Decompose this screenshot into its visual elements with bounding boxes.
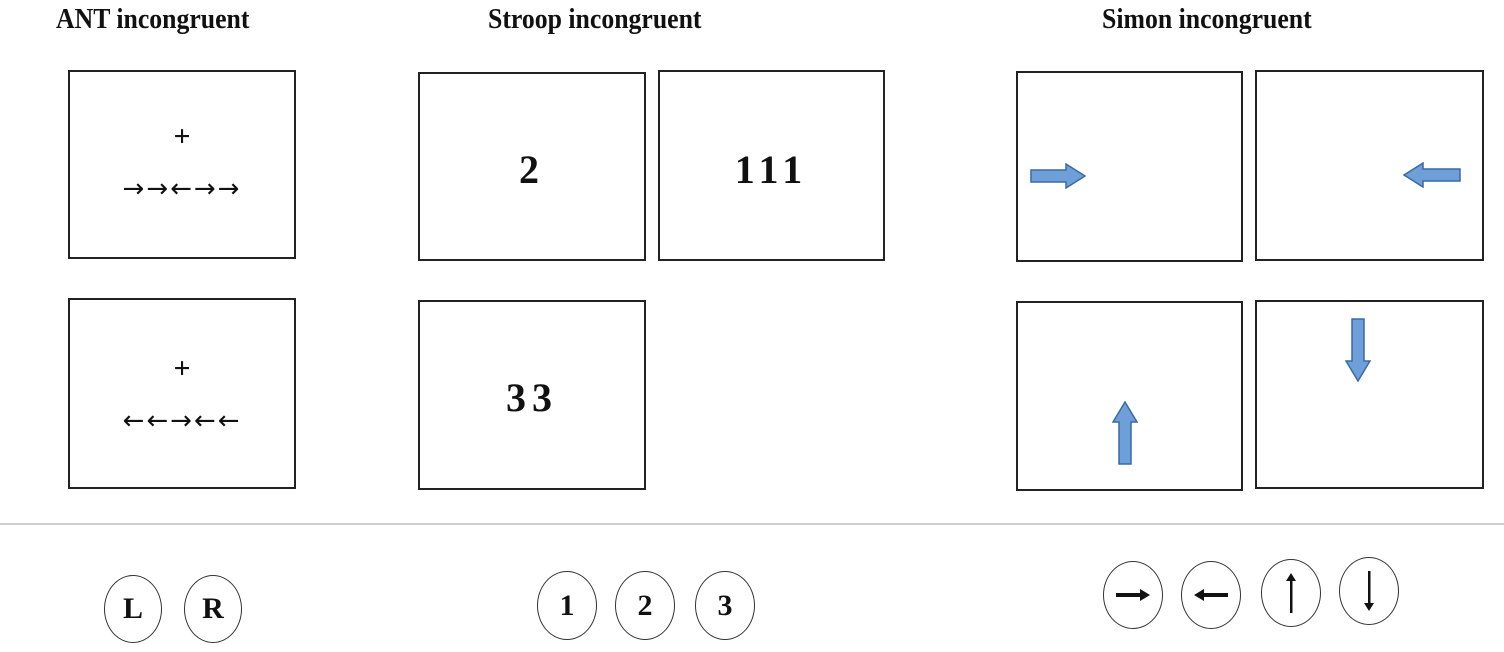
- up-arrow-icon: [1112, 401, 1138, 465]
- key-down-arrow-button[interactable]: [1339, 557, 1399, 625]
- up-arrow-icon: [1286, 573, 1296, 613]
- key-right-arrow-button[interactable]: [1103, 561, 1163, 629]
- right-arrow-icon: [1030, 163, 1086, 189]
- stroop-trial-box-2: 111: [658, 70, 885, 261]
- key-1-button[interactable]: 1: [537, 571, 597, 640]
- ant-trial-box-1: + →→←→→: [68, 70, 296, 259]
- ant-title: ANT incongruent: [56, 4, 250, 35]
- key-up-arrow-button[interactable]: [1261, 559, 1321, 627]
- stroop-title: Stroop incongruent: [488, 4, 702, 35]
- stroop-trial-box-3: 33: [418, 300, 646, 490]
- simon-trial-box-4: [1255, 300, 1484, 489]
- key-label: 2: [637, 588, 653, 622]
- key-left-arrow-button[interactable]: [1181, 561, 1241, 629]
- fixation-cross: +: [173, 352, 191, 385]
- ant-flanker-arrows: ←←→←←: [122, 406, 242, 436]
- key-L-button[interactable]: L: [104, 575, 162, 643]
- ant-trial-box-2: + ←←→←←: [68, 298, 296, 489]
- stroop-digits: 2: [519, 147, 545, 192]
- key-3-button[interactable]: 3: [695, 571, 755, 640]
- simon-trial-box-3: [1016, 301, 1243, 491]
- stroop-trial-box-1: 2: [418, 72, 646, 261]
- key-label: 3: [717, 588, 733, 622]
- simon-trial-box-1: [1016, 71, 1243, 262]
- left-arrow-icon: [1194, 589, 1228, 601]
- key-2-button[interactable]: 2: [615, 571, 675, 640]
- down-arrow-icon: [1345, 318, 1371, 382]
- simon-title: Simon incongruent: [1102, 4, 1312, 35]
- simon-trial-box-2: [1255, 70, 1484, 261]
- left-arrow-icon: [1403, 162, 1461, 188]
- key-label: 1: [559, 588, 575, 622]
- key-R-button[interactable]: R: [184, 575, 242, 643]
- fixation-cross: +: [173, 120, 191, 153]
- ant-flanker-arrows: →→←→→: [122, 174, 242, 204]
- key-label: L: [122, 592, 143, 625]
- stroop-digits: 111: [734, 147, 809, 192]
- key-label: R: [202, 592, 224, 625]
- down-arrow-icon: [1364, 571, 1374, 611]
- section-divider: [0, 523, 1504, 525]
- right-arrow-icon: [1116, 589, 1150, 601]
- stroop-digits: 33: [506, 375, 558, 420]
